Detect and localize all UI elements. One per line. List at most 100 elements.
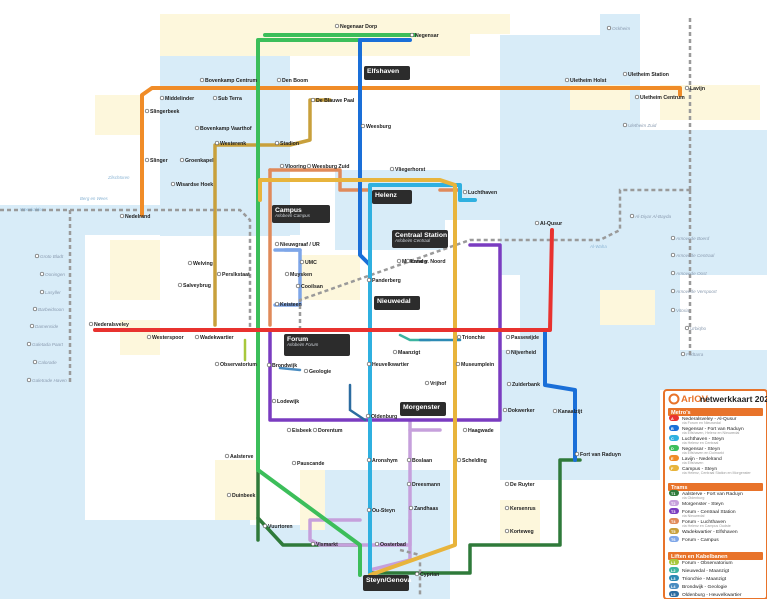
station[interactable]: Oosterbad <box>374 541 406 548</box>
station[interactable]: Vismarkt <box>310 541 338 548</box>
station[interactable]: Vliegerhorst <box>389 166 426 173</box>
station[interactable]: Negenaar Dorp <box>334 23 377 30</box>
station[interactable]: Cooilsan <box>295 283 323 290</box>
station[interactable]: Lavijn <box>684 85 705 92</box>
station[interactable]: Calorade <box>32 359 57 365</box>
station[interactable]: Nijverheid <box>505 349 536 356</box>
station[interactable]: Arnovede Oost <box>670 270 707 276</box>
station[interactable]: Korteweg <box>504 528 534 535</box>
station[interactable]: Land v. Noord <box>405 258 446 265</box>
station[interactable]: Pauscande <box>291 460 325 467</box>
station[interactable]: Ou-Steyn <box>366 507 395 514</box>
station[interactable]: Geologie <box>303 368 331 375</box>
station[interactable]: Uletheim Centrum <box>634 94 685 101</box>
station[interactable]: Keisteen <box>274 301 302 308</box>
station[interactable]: Middelinder <box>159 95 194 102</box>
station[interactable]: Uletheim Holst <box>564 77 607 84</box>
station[interactable]: Luchthaven <box>462 189 497 196</box>
station[interactable]: Westerenk <box>214 140 246 147</box>
station[interactable]: Dorentum <box>312 427 343 434</box>
station[interactable]: Wadekwartier <box>194 334 234 341</box>
station[interactable]: Wisardse Hoek <box>170 181 213 188</box>
station[interactable]: De Ruyter <box>504 481 535 488</box>
station[interactable]: Museumplein <box>455 361 494 368</box>
hub-helenz[interactable]: Helenz <box>372 190 412 204</box>
station[interactable]: Lodewijk <box>271 398 299 405</box>
station[interactable]: Slinger <box>144 157 168 164</box>
station[interactable]: Muysken <box>284 271 312 278</box>
station[interactable]: Boslaan <box>406 457 432 464</box>
station[interactable]: Trionchie <box>456 334 485 341</box>
station[interactable]: Negensar <box>409 32 439 39</box>
station[interactable]: Aronshym <box>366 457 398 464</box>
station[interactable]: Maanzigt <box>392 349 420 356</box>
station[interactable]: Haagwade <box>462 427 494 434</box>
station[interactable]: UMC <box>299 259 317 266</box>
station[interactable]: Molenweg <box>396 258 427 265</box>
station[interactable]: Zuiderbank <box>506 381 540 388</box>
station[interactable]: Perslkstaat <box>216 271 250 278</box>
station[interactable]: Passewijde <box>505 334 539 341</box>
station[interactable]: Vrijhof <box>424 380 446 387</box>
station[interactable]: Zandhaas <box>408 505 438 512</box>
station[interactable]: Den Boom <box>276 77 308 84</box>
station[interactable]: Stadion <box>274 140 299 147</box>
station[interactable]: Kanaalzijt <box>552 408 582 415</box>
station[interactable]: Al-Diyar Al-Bayda <box>629 213 672 219</box>
station[interactable]: Fort van Raduyn <box>574 451 621 458</box>
station[interactable]: Cyprian <box>414 571 439 578</box>
station[interactable]: Nederalsveley <box>88 321 129 328</box>
station[interactable]: Vitoria <box>670 307 689 313</box>
station[interactable]: Groto Bladt <box>34 253 64 259</box>
station[interactable]: Weesburg Zuid <box>306 163 349 170</box>
station[interactable]: Schelding <box>456 457 487 464</box>
station[interactable]: Uletheim Station <box>622 71 669 78</box>
station[interactable]: Vlooring <box>279 163 306 170</box>
station[interactable]: Panderberg <box>366 277 401 284</box>
station[interactable]: Urbiqho <box>684 325 707 331</box>
station[interactable]: Damenside <box>29 323 59 329</box>
station[interactable]: Eisbeek <box>286 427 312 434</box>
station[interactable]: Lasyller <box>39 289 61 295</box>
station[interactable]: Salveybrug <box>177 282 211 289</box>
station[interactable]: Bovenkamp Vaarthof <box>194 125 252 132</box>
station[interactable]: Arnovede Boerd <box>670 235 710 241</box>
station[interactable]: Ockheim <box>606 25 630 31</box>
station[interactable]: Arnovede Centraal <box>670 252 715 258</box>
station[interactable]: Galetrade Haven <box>26 377 67 383</box>
hub-nieuwedal[interactable]: Nieuwedal <box>374 296 420 310</box>
station[interactable]: Nieuwgraaf / UR <box>274 241 320 248</box>
station[interactable]: Galetada Paart <box>26 341 64 347</box>
station[interactable]: Fridtarra <box>680 351 704 357</box>
station[interactable]: De Blauwe Paal <box>310 97 355 104</box>
station[interactable]: Kersenrus <box>504 505 536 512</box>
station[interactable]: Westerspoor <box>146 334 184 341</box>
station[interactable]: Oldenburg <box>365 413 397 420</box>
station[interactable]: Al-Qusur <box>534 220 562 227</box>
station[interactable]: Barbeidsoon <box>32 306 64 312</box>
station[interactable]: Slingerbeek <box>144 108 180 115</box>
hub-elfshaven[interactable]: Elfshaven <box>364 66 410 80</box>
station[interactable]: Brondwijk <box>266 362 297 369</box>
hub-morgenster[interactable]: Morgenster <box>400 402 446 416</box>
station[interactable]: Observatorium <box>214 361 257 368</box>
station[interactable]: Vuurtoren <box>262 523 293 530</box>
station[interactable]: Weesburg <box>360 123 391 130</box>
station[interactable]: Duinbeek <box>226 492 255 499</box>
station[interactable]: Bovenkamp Centrum <box>199 77 258 84</box>
station[interactable]: Groenkapel <box>179 157 214 164</box>
station[interactable]: Aalsterve <box>224 453 253 460</box>
station[interactable]: Heuvelkwartier <box>366 361 409 368</box>
station[interactable]: Uletheim Zuid <box>622 122 657 128</box>
station[interactable]: Welving <box>187 260 213 267</box>
station[interactable]: Nedelrand <box>119 213 150 220</box>
station[interactable]: Arnovede Verspoort <box>670 288 717 294</box>
station[interactable]: Dreesmann <box>406 481 440 488</box>
station[interactable]: Dokwerker <box>502 407 535 414</box>
station[interactable]: Ooningen <box>39 271 65 277</box>
hub-steyn[interactable]: Steyn/Genova <box>363 575 412 591</box>
station[interactable]: Sub Terra <box>212 95 242 102</box>
